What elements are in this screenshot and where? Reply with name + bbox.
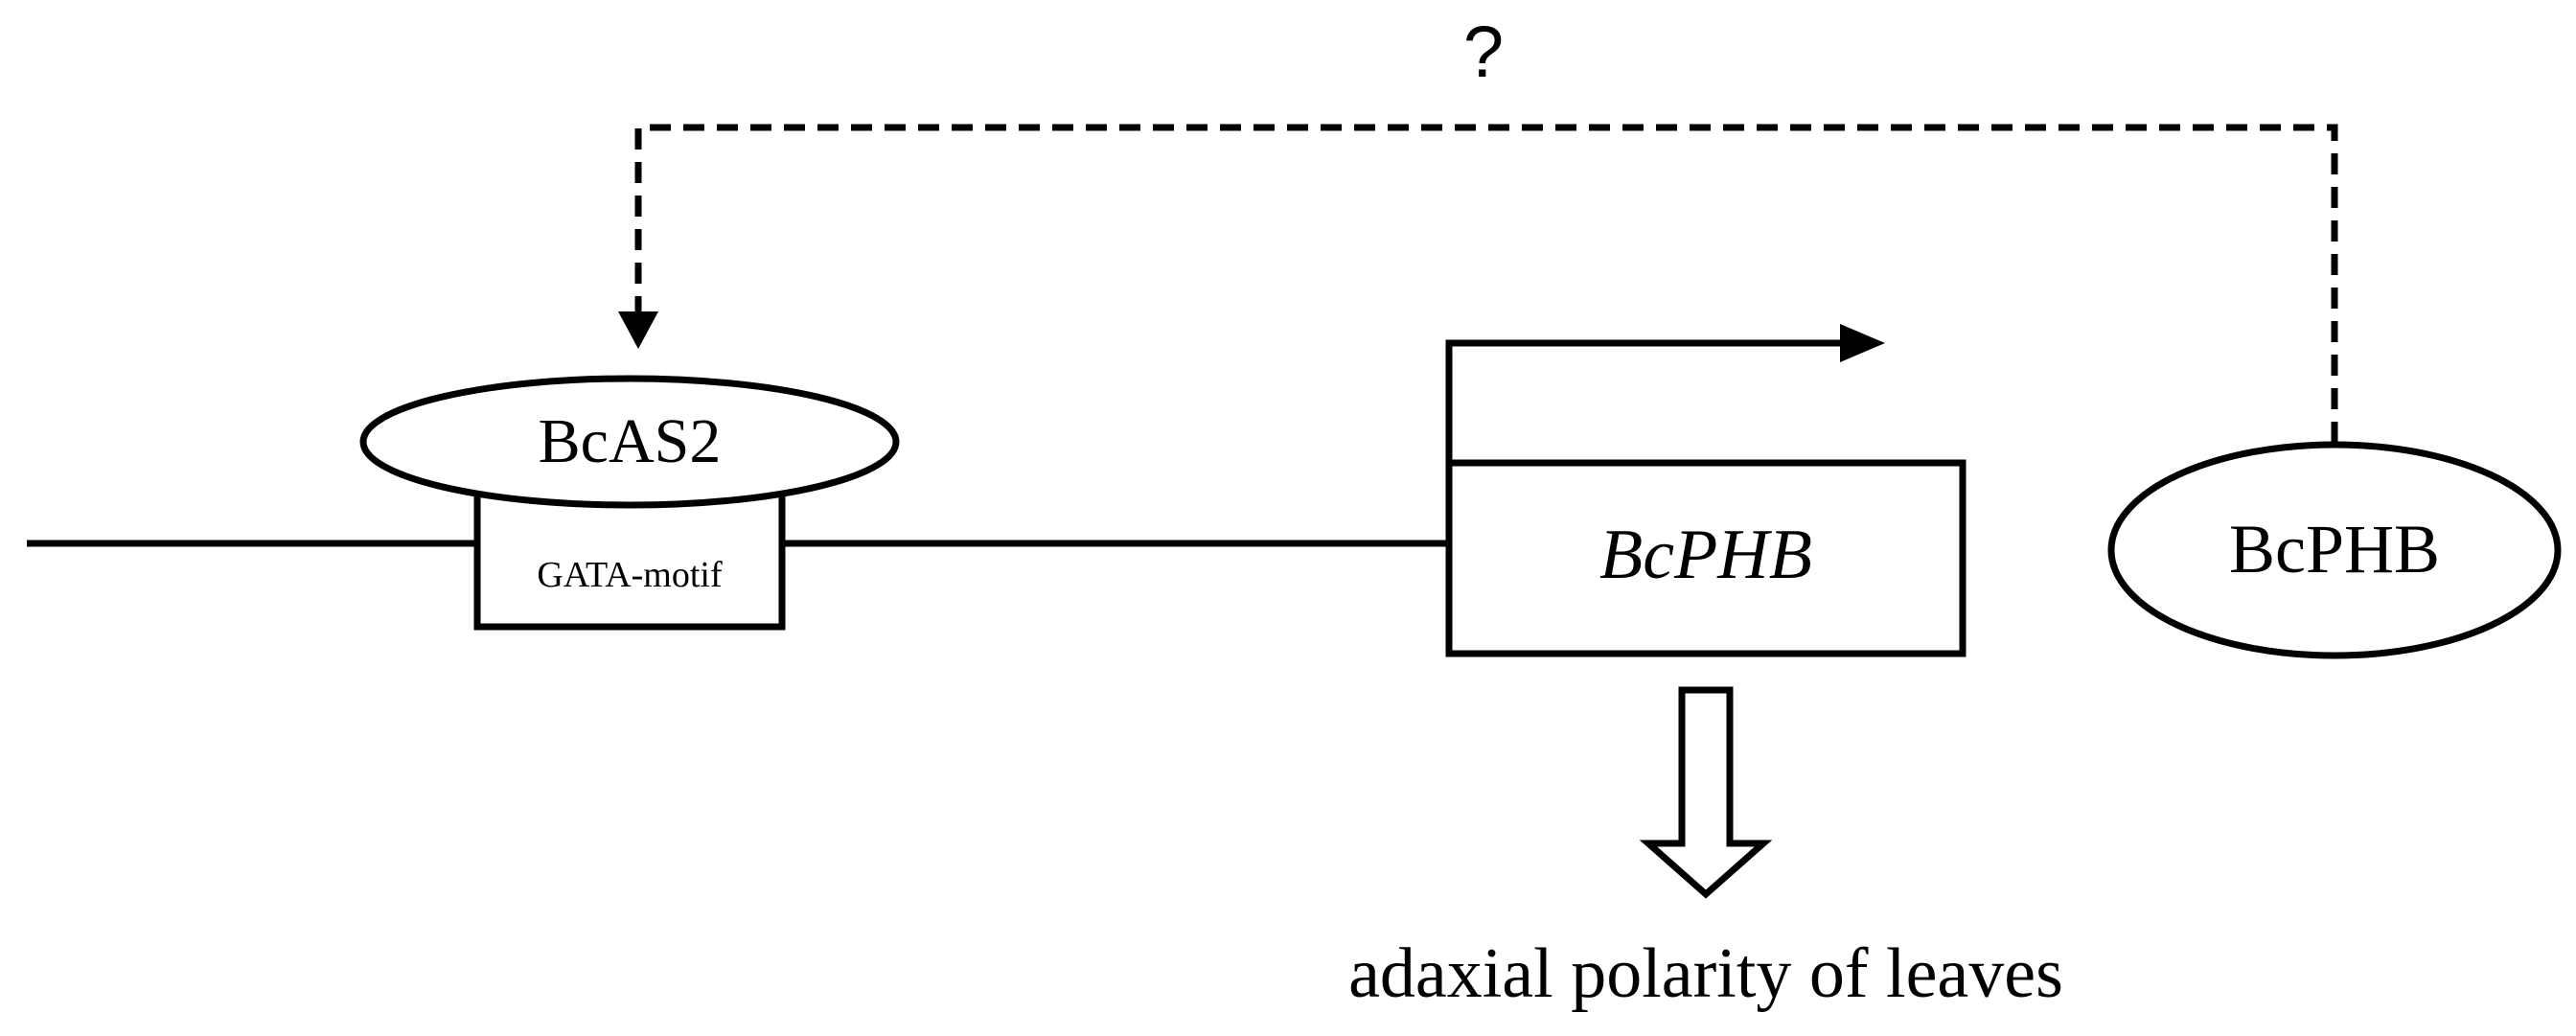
transcription-arrow (1445, 324, 1885, 463)
transcription-arrowhead (1840, 324, 1885, 362)
bcphb-gene-box: BcPHB (1445, 459, 1966, 657)
gata-motif-label: GATA-motif (537, 555, 723, 595)
gata-motif-box: GATA-motif (473, 480, 786, 631)
bcphb-protein: BcPHB (2107, 441, 2562, 659)
feedback-path: ? (618, 12, 2338, 443)
bcphb-gene-label: BcPHB (1599, 516, 1812, 594)
outcome-label: adaxial polarity of leaves (1348, 934, 2063, 1013)
hollow-down-arrow (1639, 686, 1773, 899)
bcas2-label: BcAS2 (539, 406, 722, 476)
feedback-arrowhead (618, 311, 658, 349)
bcas2-protein: BcAS2 (359, 375, 900, 509)
question-mark: ? (1463, 12, 1504, 93)
bcphb-protein-label: BcPHB (2229, 511, 2440, 587)
